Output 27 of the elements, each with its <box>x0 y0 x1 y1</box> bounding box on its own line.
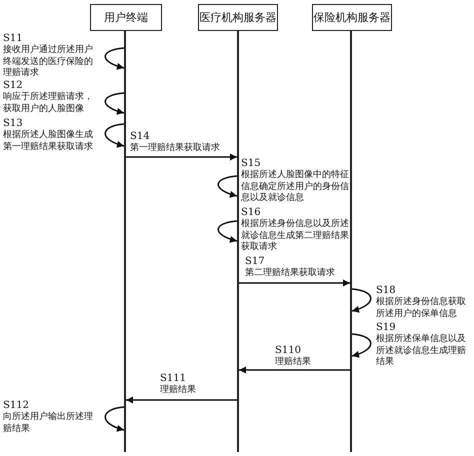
step-label: S12 响应于所述理赔请求，获取用户的人脸图像 <box>3 80 93 115</box>
participant-box: 保险机构服务器 <box>312 4 392 31</box>
message-arrow <box>239 280 350 286</box>
self-loop-arrow <box>352 333 372 358</box>
step-label: S16 根据所述身份信息以及所述就诊信息生成第二理赔结果获取请求 <box>241 207 350 254</box>
step-label: S111 理赔结果 <box>160 373 197 396</box>
step-label: S14 第一理赔结果获取请求 <box>130 131 221 154</box>
step-label: S13 根据所述人脸图像生成第一理赔结果获取请求 <box>3 118 93 153</box>
message-arrow <box>126 154 237 160</box>
step-label: S18 根据所述身份信息获取所述用户的保单信息 <box>376 285 467 320</box>
step-label: S19 根据所述保单信息以及所述就诊信息生成理赔结果 <box>376 322 467 368</box>
participant-box: 医疗机构服务器 <box>198 4 278 31</box>
self-loop-arrow <box>104 92 124 114</box>
step-label: S112 向所述用户输出所述理赔结果 <box>3 400 93 435</box>
self-loop-arrow <box>352 288 372 312</box>
step-label: S11 接收用户通过所述用户终端发送的医疗保险的理赔请求 <box>3 33 93 80</box>
message-arrow <box>126 396 237 404</box>
self-loop-arrow <box>218 175 238 198</box>
step-label: S15 根据所述人脸图像中的特征信息确定所述用户的身份信息以及就诊信息 <box>241 158 350 204</box>
self-loop-arrow <box>218 220 238 242</box>
self-loop-arrow <box>104 123 124 148</box>
message-arrow <box>239 366 350 374</box>
participant-box: 用户终端 <box>90 4 162 31</box>
self-loop-arrow <box>104 406 124 432</box>
self-loop-arrow <box>104 47 124 70</box>
step-label: S110 理赔结果 <box>275 345 312 368</box>
step-label: S17 第二理赔结果获取请求 <box>245 256 336 280</box>
